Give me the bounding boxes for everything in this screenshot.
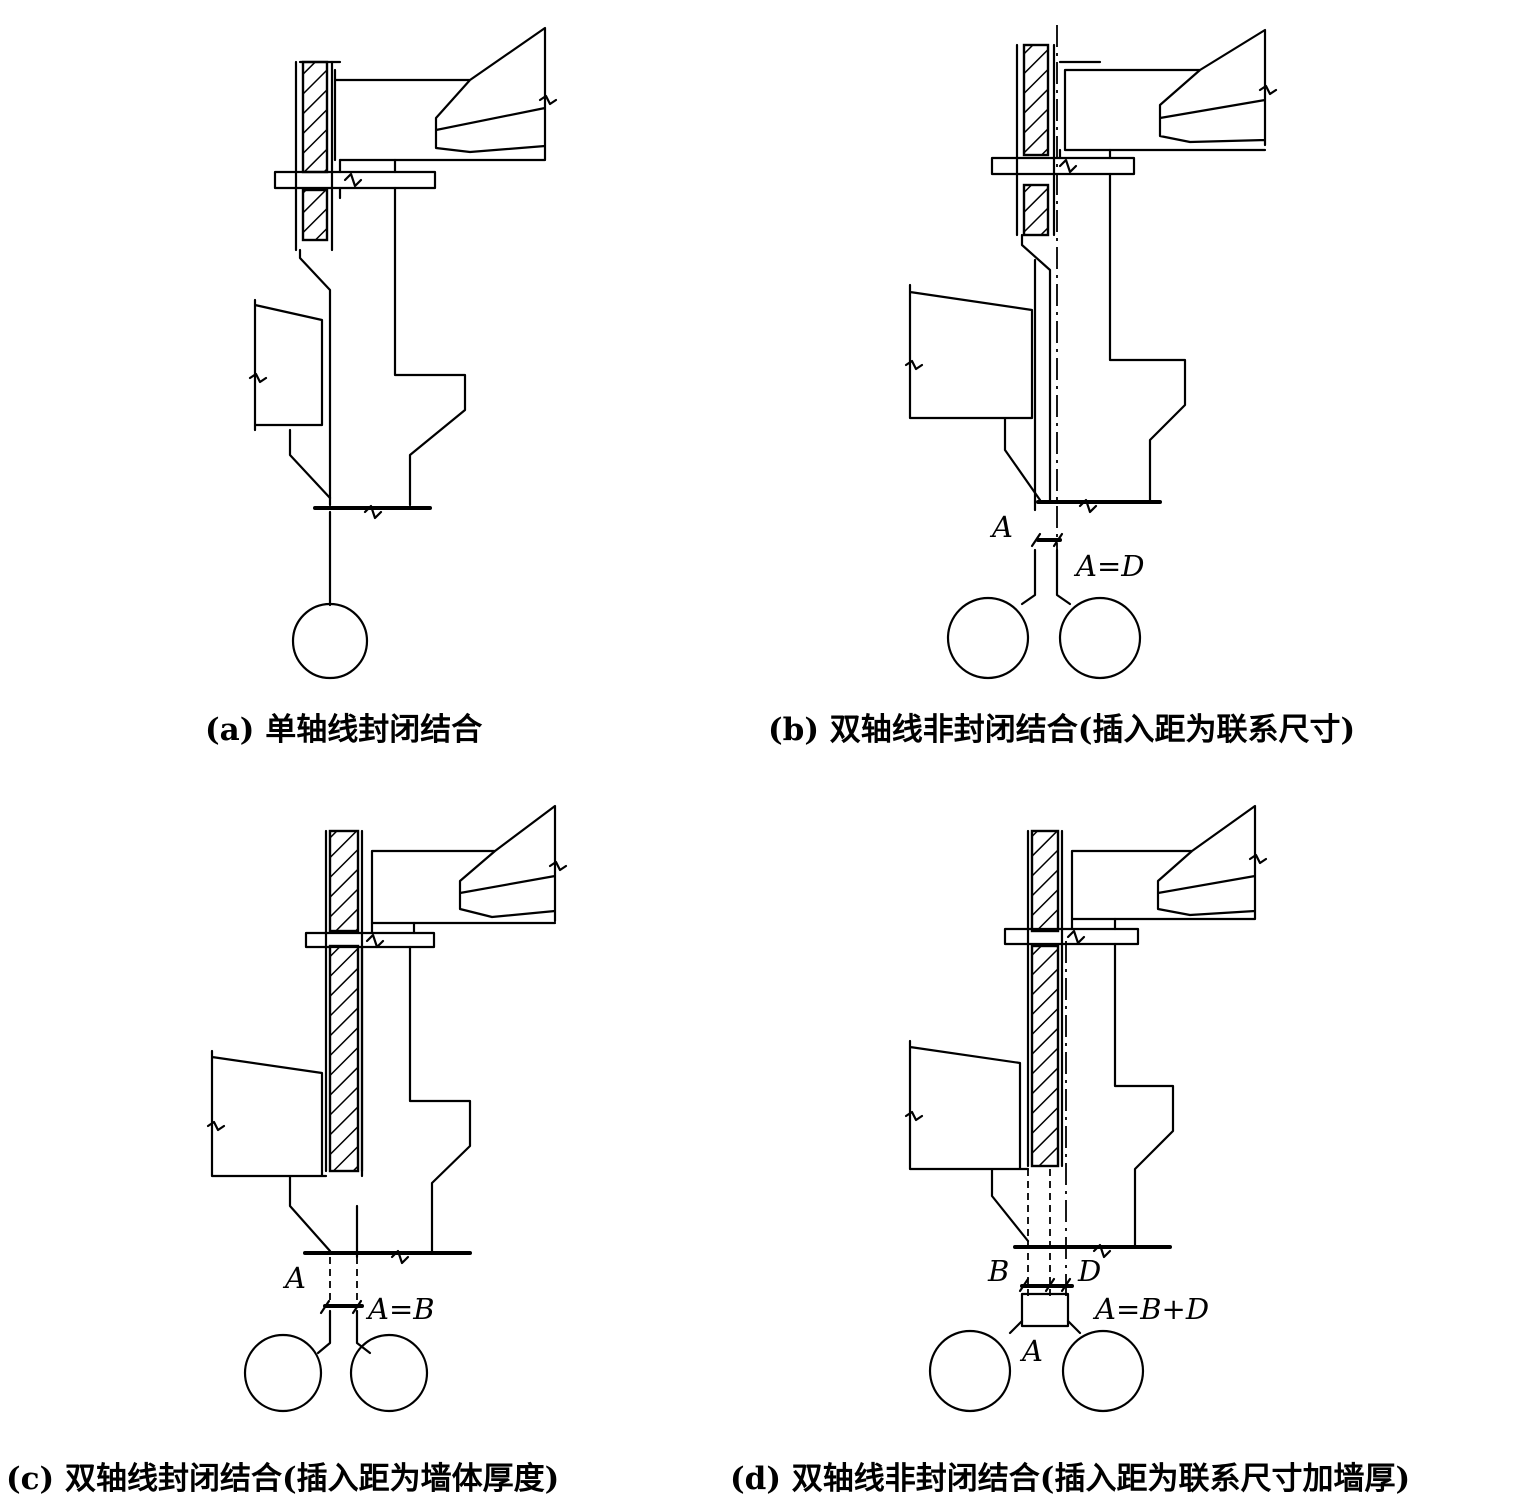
wall-c: [324, 829, 364, 1173]
column-d: [1027, 941, 1175, 1296]
panel-c-drawing: A A=B: [206, 804, 568, 1413]
panel-c: A A=B (c) 双轴线封闭结合(插入距为墙体厚度): [0, 751, 760, 1502]
column-c: [360, 945, 472, 1253]
label-a-b: A: [989, 510, 1013, 544]
axis-bubbles-b: [946, 548, 1142, 680]
panel-d-drawing: B D A=B+D A: [904, 804, 1268, 1413]
caption-c: (c) 双轴线封闭结合(插入距为墙体厚度): [6, 1461, 560, 1497]
label-a-d: A: [1019, 1334, 1043, 1368]
side-beam-c: [206, 1049, 332, 1253]
panel-b-drawing: A A=D: [904, 25, 1278, 680]
side-beam-d: [904, 1039, 1030, 1243]
label-a-c: A: [282, 1261, 306, 1295]
panel-a-drawing: [248, 26, 558, 680]
label-a-eq-b-plus-d: A=B+D: [1092, 1292, 1209, 1326]
foundation-d: [1013, 1243, 1172, 1259]
crane-beam-level-d: [1003, 917, 1140, 946]
panel-b: A A=D (b) 双轴线非封闭结合(插入距为联系尺寸): [760, 0, 1520, 751]
roof-beam-c: [370, 804, 568, 925]
axis-bubbles-c: [243, 1309, 429, 1413]
roof-beam-a: [298, 26, 558, 162]
crane-beam-level-c: [304, 921, 436, 949]
crane-beam-level-b: [990, 148, 1136, 176]
panel-d: B D A=B+D A (d) 双轴线非封闭结合(插入距为联系尺寸加墙厚): [730, 751, 1520, 1502]
caption-d: (d) 双轴线非封闭结合(插入距为联系尺寸加墙厚): [730, 1461, 1411, 1497]
caption-b: (b) 双轴线非封闭结合(插入距为联系尺寸): [768, 712, 1356, 748]
column-a: [298, 186, 467, 507]
dimension-d: [1018, 1277, 1074, 1328]
roof-beam-d: [1070, 804, 1268, 921]
caption-a: (a) 单轴线封闭结合: [205, 712, 483, 748]
wall-d: [1026, 829, 1064, 1168]
label-d-d: D: [1077, 1254, 1101, 1288]
dimension-b: [1030, 532, 1064, 548]
side-beam-b: [904, 283, 1042, 502]
foundation-b: [1036, 498, 1162, 514]
wall-a: [294, 60, 334, 252]
side-beam-a: [248, 298, 332, 500]
foundation-a: [313, 504, 432, 520]
axis-bubble-a: [291, 510, 369, 680]
axis-bubbles-d: [928, 1319, 1145, 1413]
wall-b: [1015, 43, 1056, 237]
roof-beam-b: [1058, 28, 1278, 152]
label-a-eq-b: A=B: [365, 1292, 435, 1326]
foundation-c: [303, 1249, 472, 1265]
column-b: [1020, 25, 1187, 560]
panel-a: (a) 单轴线封闭结合: [0, 0, 760, 751]
label-a-eq-d: A=D: [1073, 549, 1145, 583]
crane-beam-level-a: [273, 158, 437, 190]
label-b-d: B: [987, 1254, 1009, 1288]
dimension-c: [319, 1204, 364, 1315]
